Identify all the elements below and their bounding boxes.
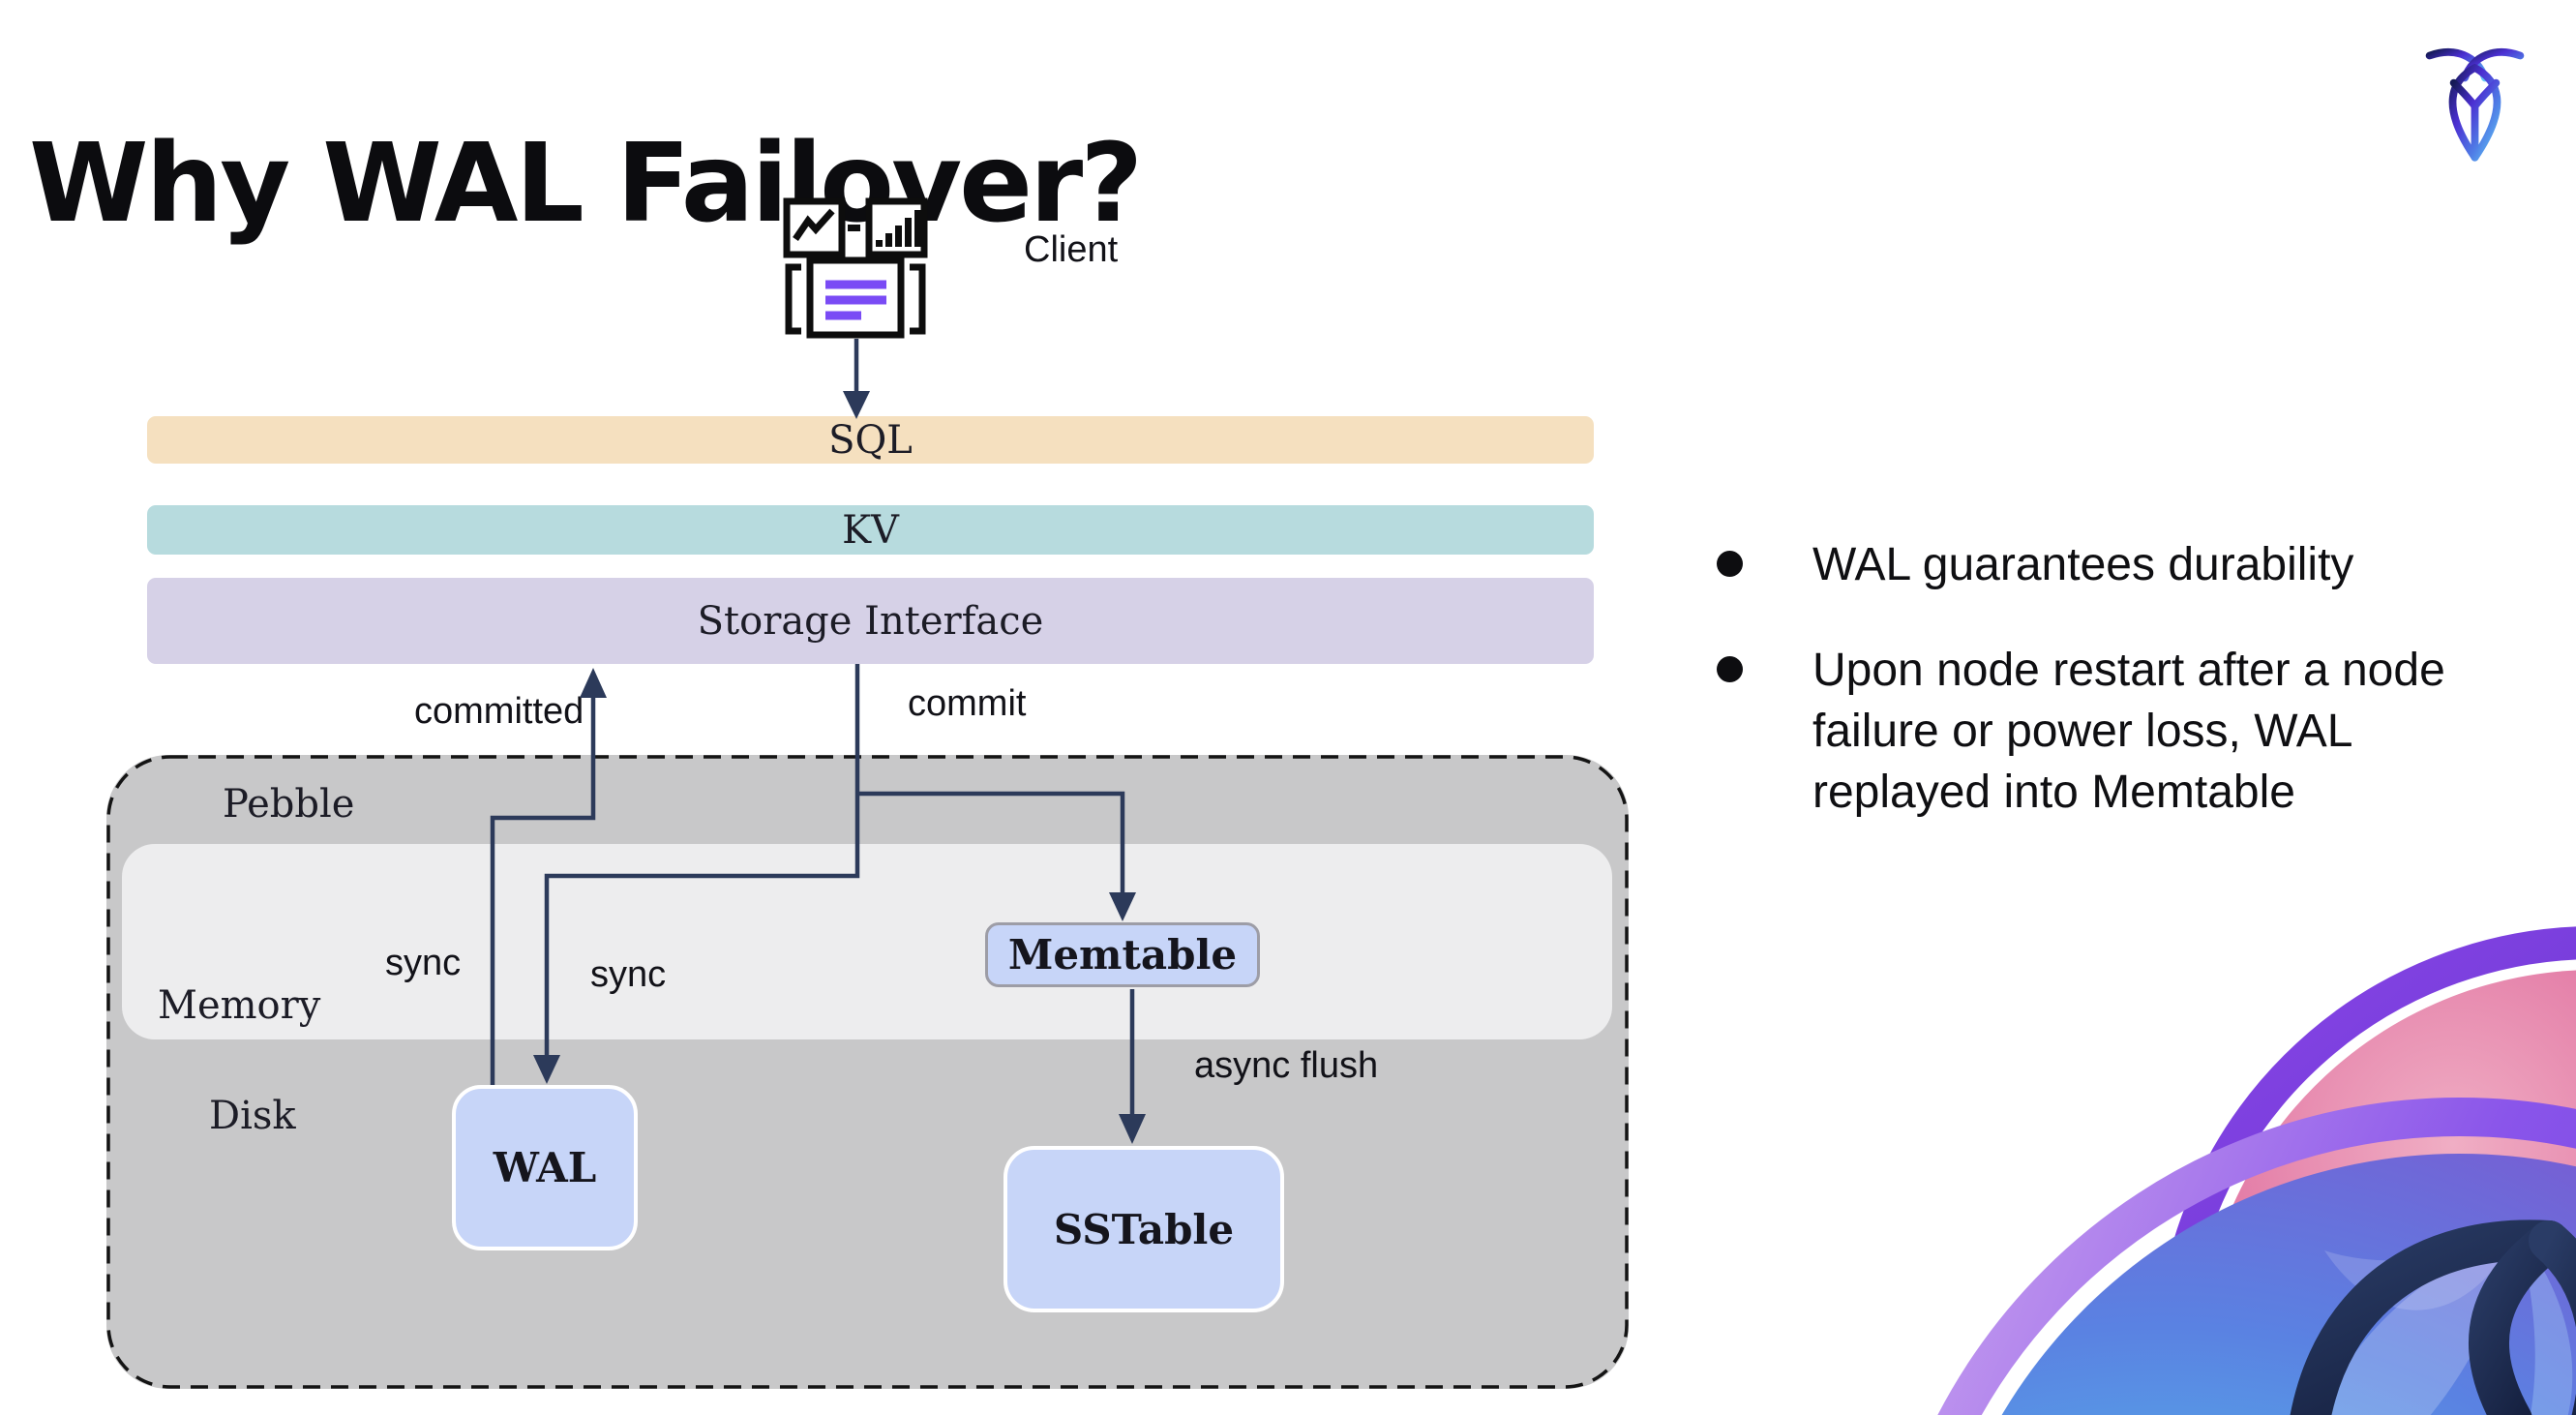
art-dark-curve	[2468, 1220, 2569, 1415]
edge-client-to-sql-arrowhead	[843, 391, 870, 419]
page-title: Why WAL Failover?	[29, 121, 1143, 248]
edge-sync-left-label: sync	[385, 943, 462, 983]
layer-bar-storage-interface: Storage Interface	[147, 578, 1594, 664]
client-icon	[783, 197, 928, 339]
brand-art	[1937, 926, 2576, 1415]
bullet-text: WAL guarantees durability	[1812, 539, 2354, 590]
bullet-dot	[1717, 551, 1743, 577]
bracket-left-icon	[785, 263, 801, 335]
logo-stem	[2449, 78, 2501, 162]
edge-sync-right-label: sync	[590, 954, 667, 995]
bullet-list: WAL guarantees durability Upon node rest…	[1713, 534, 2506, 867]
art-blue-sphere	[2001, 1154, 2576, 1415]
layer-kv-label: KV	[842, 507, 899, 553]
node-memtable: Memtable	[985, 922, 1260, 987]
node-sstable: SSTable	[1003, 1146, 1284, 1312]
art-blue-ring	[1937, 1098, 2576, 1415]
cockroachdb-logo-icon	[2425, 48, 2525, 162]
layer-storage-label: Storage Interface	[697, 598, 1044, 644]
bullet-text: Upon node restart after a node failure o…	[1812, 645, 2445, 818]
layer-bar-sql: SQL	[147, 416, 1594, 464]
bracket-right-icon	[910, 263, 926, 335]
bullet-item: WAL guarantees durability	[1713, 534, 2506, 595]
wal-label: WAL	[493, 1144, 597, 1191]
art-dark-curve	[2290, 1219, 2569, 1415]
node-wal: WAL	[452, 1085, 638, 1250]
art-highlight-petal	[2318, 1231, 2518, 1415]
icon-dash	[848, 225, 860, 231]
disk-label: Disk	[209, 1094, 296, 1138]
edge-commit-label: commit	[908, 683, 1027, 724]
art-dark-curve	[2529, 1220, 2576, 1415]
edge-async-flush-label: async flush	[1194, 1045, 1379, 1086]
client-label: Client	[1024, 229, 1119, 270]
document-lines	[825, 280, 886, 320]
bullet-item: Upon node restart after a node failure o…	[1713, 640, 2506, 823]
line-chart-zigzag	[793, 208, 835, 241]
memory-label: Memory	[158, 983, 321, 1028]
layer-sql-label: SQL	[828, 417, 913, 463]
layer-bar-kv: KV	[147, 505, 1594, 555]
pebble-label: Pebble	[223, 782, 355, 827]
edge-committed-label: committed	[414, 691, 584, 732]
bar-chart-bars	[876, 210, 921, 247]
bullet-dot	[1717, 656, 1743, 682]
memtable-label: Memtable	[1007, 931, 1238, 978]
sstable-label: SSTable	[1053, 1205, 1235, 1253]
memory-zone	[122, 844, 1612, 1039]
